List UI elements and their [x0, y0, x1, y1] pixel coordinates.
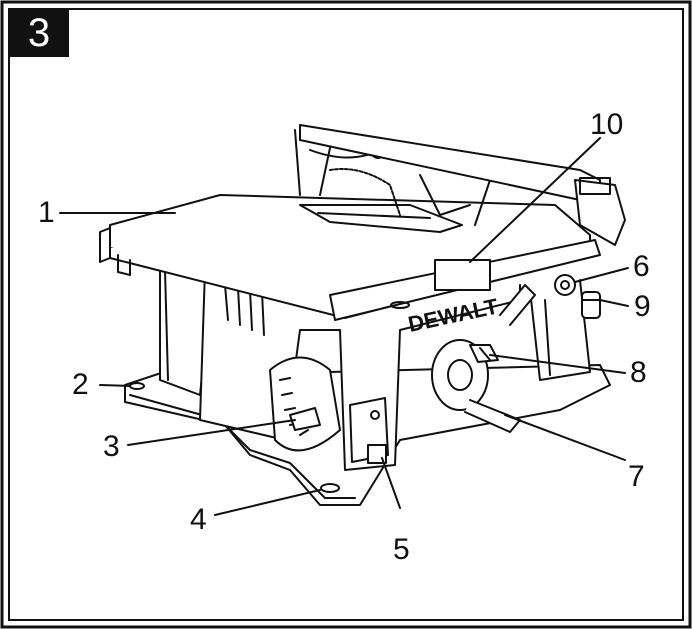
motor-vents [224, 284, 265, 336]
leader-6 [574, 267, 629, 283]
callout-4: 4 [190, 503, 207, 536]
fence-clamp [574, 179, 626, 246]
left-rail-bracket [117, 254, 131, 276]
base-hole-front [320, 483, 340, 493]
leader-8 [489, 354, 626, 374]
side-knob-center [560, 280, 570, 290]
leader-3 [127, 419, 296, 446]
bevel-lock-lever [464, 399, 521, 433]
throat-plate [299, 204, 463, 233]
handwheel-grip [479, 347, 491, 361]
callout-9: 9 [634, 290, 651, 323]
side-knob [554, 274, 576, 296]
leader-10 [469, 137, 601, 263]
bevel-scale [269, 356, 341, 452]
bevel-lock-knob [289, 407, 321, 431]
rip-scale-window [434, 259, 491, 291]
rail-slot [390, 301, 410, 309]
callout-2: 2 [72, 368, 89, 401]
callout-10: 10 [590, 108, 624, 141]
callout-5: 5 [393, 533, 410, 566]
leader-5 [381, 457, 401, 509]
arbor-crank [499, 284, 536, 326]
splitter [419, 174, 471, 216]
callout-3: 3 [103, 430, 120, 463]
miter-gauge-holder [581, 291, 601, 319]
height-handwheel [431, 339, 489, 411]
bevel-scale-ticks [279, 377, 309, 436]
callout-8: 8 [630, 356, 647, 389]
callout-7: 7 [628, 460, 645, 493]
fence-lock-lever [579, 177, 611, 195]
leader-2 [99, 384, 131, 387]
inner-frame [8, 8, 684, 621]
blade-slot [317, 212, 431, 219]
callout-1: 1 [38, 196, 55, 229]
leader-7 [504, 414, 626, 461]
left-leg-edge [164, 269, 169, 381]
leader-9 [599, 299, 629, 307]
left-extension [99, 227, 111, 263]
rip-fence [299, 124, 601, 201]
switch-screw [370, 410, 380, 420]
callout-6: 6 [633, 250, 650, 283]
figure-number-badge: 3 [9, 9, 69, 57]
leader-4 [214, 489, 321, 516]
handwheel-hub [447, 359, 473, 391]
saw-blade-teeth [329, 168, 401, 216]
